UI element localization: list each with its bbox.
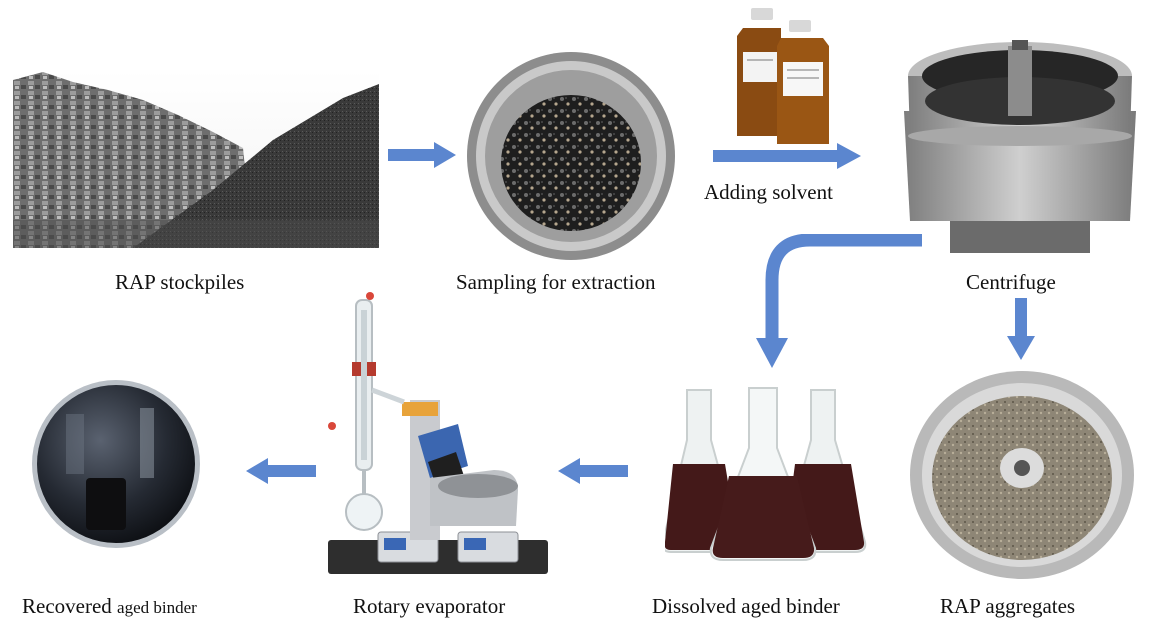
arrow-curved xyxy=(750,234,930,374)
stockpile-photo xyxy=(13,70,379,248)
sample-bowl xyxy=(463,48,679,264)
label-adding-solvent: Adding solvent xyxy=(704,180,833,204)
centrifuge-photo xyxy=(900,16,1140,256)
label-recovered-main: Recovered xyxy=(22,594,118,618)
label-recovered-tail: aged binder xyxy=(117,598,197,617)
label-dissolved-binder: Dissolved aged binder xyxy=(652,594,840,618)
label-recovered-binder: Recovered aged binder xyxy=(22,596,197,617)
rotary-evaporator xyxy=(318,290,550,580)
arrow-left-2 xyxy=(244,456,316,486)
arrow-right-2 xyxy=(713,141,863,171)
arrow-down xyxy=(1006,298,1036,362)
label-centrifuge: Centrifuge xyxy=(966,270,1056,294)
label-rotary-evaporator: Rotary evaporator xyxy=(353,594,506,618)
flasks xyxy=(665,384,885,564)
binder-disc xyxy=(30,378,202,550)
label-rap-stockpiles: RAP stockpiles xyxy=(115,270,245,294)
aggregates-bowl xyxy=(907,368,1137,582)
label-rap-aggregates: RAP aggregates xyxy=(940,594,1076,618)
arrow-right-1 xyxy=(388,140,458,170)
label-sampling: Sampling for extraction xyxy=(456,270,656,294)
solvent-bottles xyxy=(733,6,833,146)
arrow-left-1 xyxy=(556,456,628,486)
